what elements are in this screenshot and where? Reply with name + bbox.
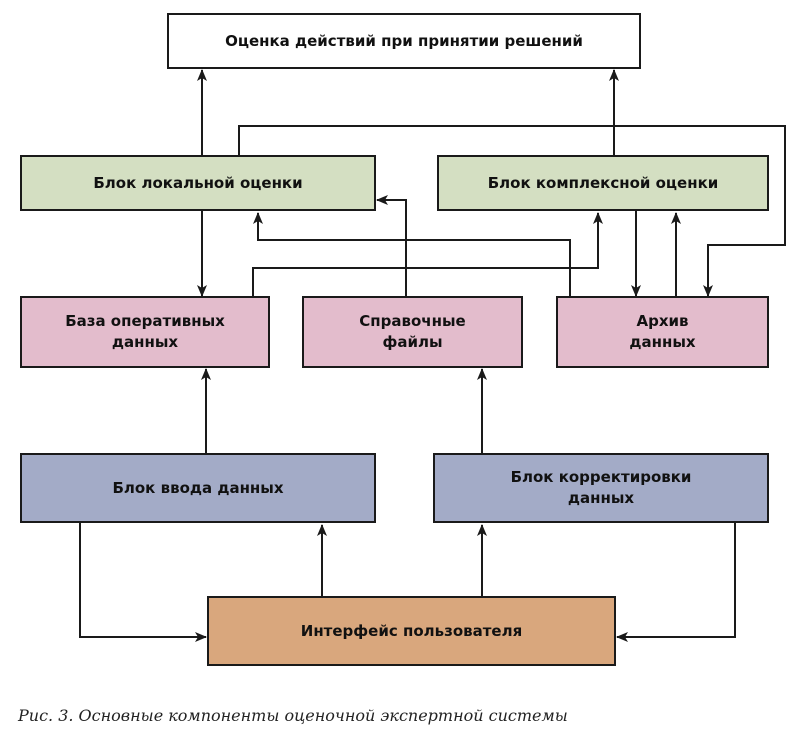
- node-complex-block: Блок комплексной оценки: [437, 155, 769, 211]
- node-operational-db-label: База оперативных данных: [65, 312, 225, 351]
- node-local-block: Блок локальной оценки: [20, 155, 376, 211]
- edge-correction-to-interface: [616, 523, 736, 642]
- node-evaluation: Оценка действий при принятии решений: [167, 13, 641, 69]
- edge-input-to-interface: [79, 523, 207, 642]
- node-data-archive-label: Архив данных: [629, 312, 696, 351]
- node-complex-block-label: Блок комплексной оценки: [487, 173, 719, 192]
- node-correction-block: Блок корректировки данных: [433, 453, 769, 523]
- node-user-interface-label: Интерфейс пользователя: [300, 621, 523, 640]
- node-operational-db: База оперативных данных: [20, 296, 270, 368]
- figure-caption: Рис. 3. Основные компоненты оценочной эк…: [18, 706, 568, 725]
- edge-reference-to-local: [376, 195, 407, 296]
- node-local-block-label: Блок локальной оценки: [93, 173, 303, 192]
- node-reference-files: Справочные файлы: [302, 296, 523, 368]
- node-evaluation-label: Оценка действий при принятии решений: [225, 31, 583, 50]
- edge-archive-to-local: [253, 212, 571, 296]
- node-input-block-label: Блок ввода данных: [112, 478, 284, 497]
- edge-local-to-archive: [238, 125, 786, 297]
- node-data-archive: Архив данных: [556, 296, 769, 368]
- node-user-interface: Интерфейс пользователя: [207, 596, 616, 666]
- edge-operational-to-complex: [252, 212, 603, 296]
- node-input-block: Блок ввода данных: [20, 453, 376, 523]
- node-reference-files-label: Справочные файлы: [359, 312, 466, 351]
- node-correction-block-label: Блок корректировки данных: [510, 468, 692, 507]
